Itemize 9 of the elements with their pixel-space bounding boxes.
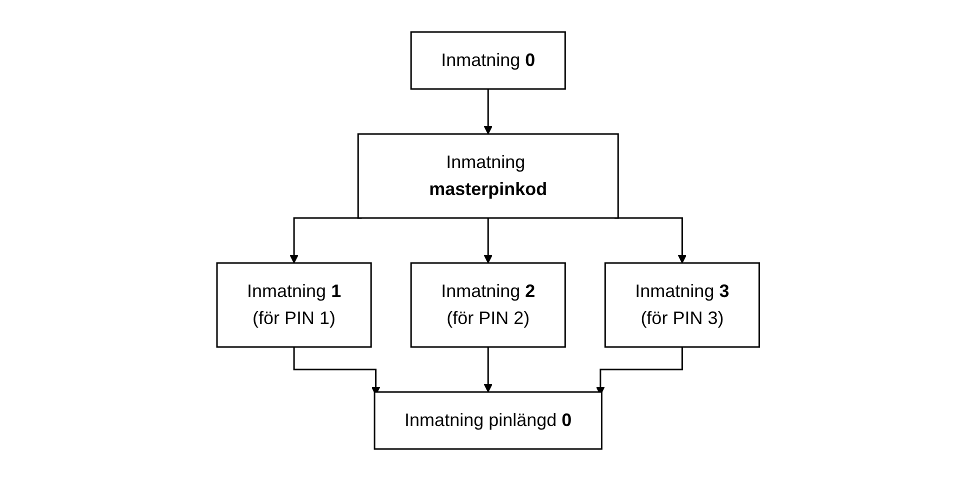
arrow bbox=[484, 346, 492, 392]
node-box: Inmatning pinlängd 0 bbox=[374, 391, 602, 450]
node-box: Inmatning 2 (för PIN 2) bbox=[410, 262, 566, 348]
node-box: Inmatning masterpinkod bbox=[357, 133, 619, 219]
node-box: Inmatning 3 (för PIN 3) bbox=[604, 262, 760, 348]
arrow bbox=[484, 217, 492, 264]
node-box: Inmatning 0 bbox=[410, 31, 566, 90]
arrow bbox=[484, 88, 492, 134]
node-box: Inmatning 1 (för PIN 1) bbox=[216, 262, 372, 348]
